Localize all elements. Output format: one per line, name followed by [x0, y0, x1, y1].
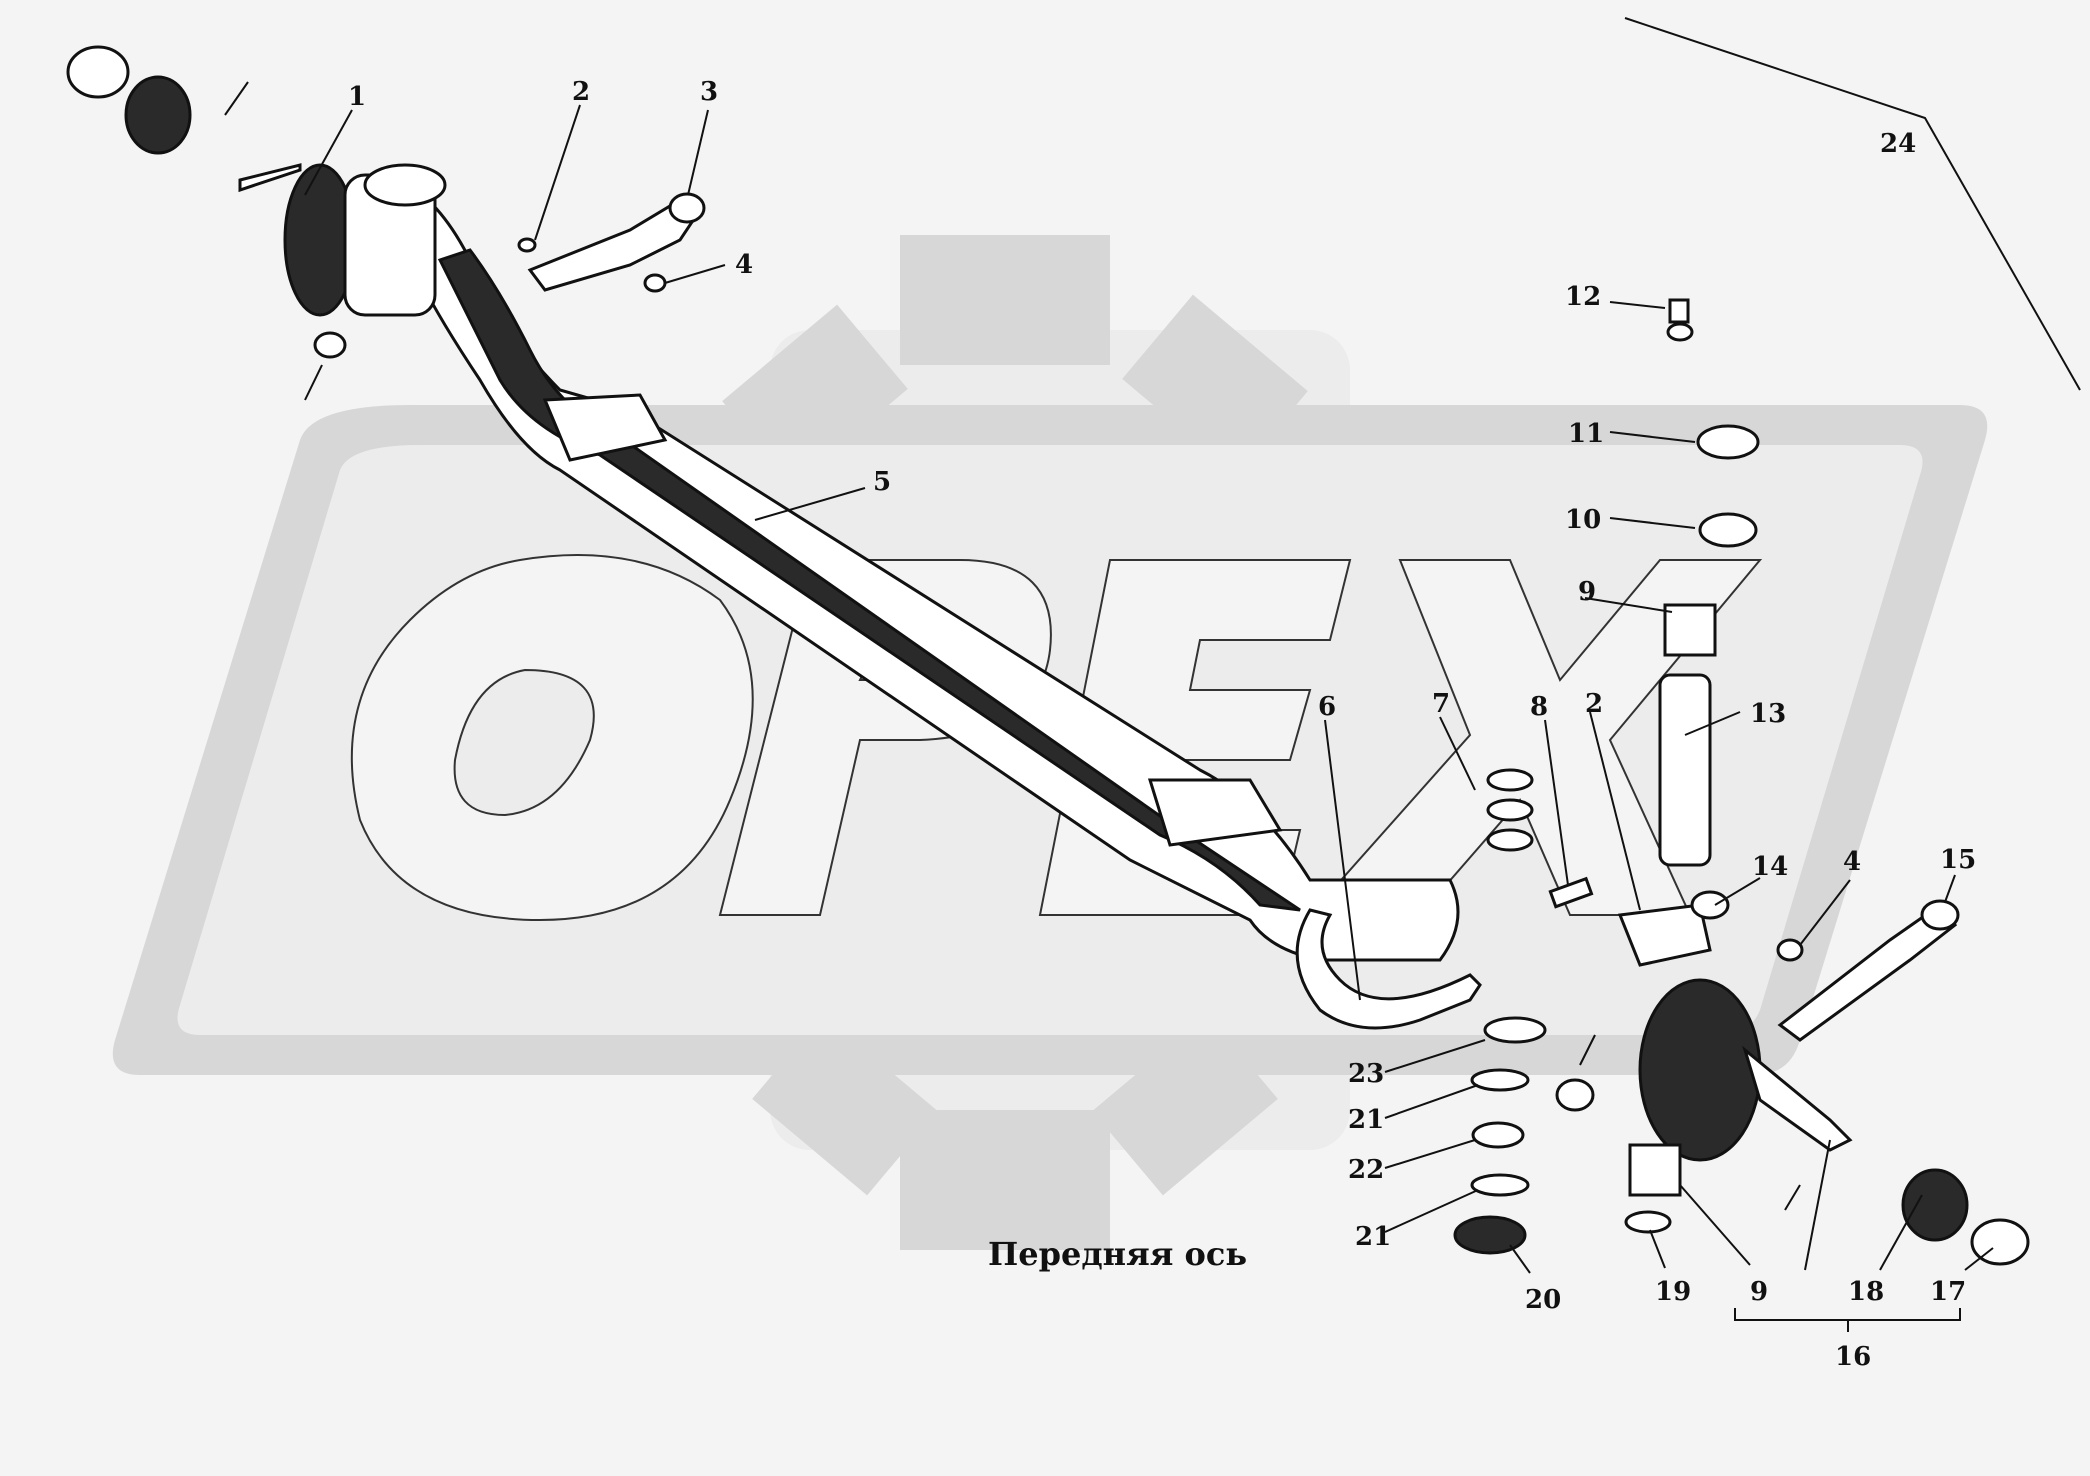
- callout-14: 14: [1752, 852, 1788, 882]
- leader-lines: [304, 104, 1994, 1332]
- callout-12: 12: [1565, 282, 1601, 312]
- left-steering-knuckle: [238, 163, 447, 317]
- callout-1: 1: [348, 82, 366, 112]
- kingpin-stack: [1658, 298, 1760, 867]
- callout-4: 4: [735, 250, 753, 280]
- callout-2: 2: [572, 77, 590, 107]
- steering-arm-left: [517, 192, 706, 293]
- callout-9: 9: [1578, 577, 1596, 607]
- callout-5: 5: [873, 467, 891, 497]
- callout-2b: 2: [1585, 689, 1603, 719]
- left-hub-parts: [66, 45, 347, 401]
- tie-rod-parts: [1295, 768, 1594, 1030]
- callout-6: 6: [1318, 692, 1336, 722]
- watermark-text: [350, 554, 1763, 922]
- callout-20: 20: [1525, 1285, 1561, 1315]
- callout-17: 17: [1930, 1277, 1966, 1307]
- callout-23: 23: [1348, 1059, 1384, 1089]
- callout-13: 13: [1750, 699, 1786, 729]
- callout-19: 19: [1655, 1277, 1691, 1307]
- axle-beam: [335, 178, 1460, 962]
- callout-15: 15: [1940, 845, 1976, 875]
- callout-10: 10: [1565, 505, 1601, 535]
- callout-24: 24: [1880, 129, 1916, 159]
- right-steering-knuckle: [1555, 890, 1960, 1162]
- callout-7: 7: [1432, 689, 1450, 719]
- callout-9b: 9: [1750, 1277, 1768, 1307]
- callouts: 1 2 3 4 5 24 12 11 10 9 13 6 7 8 2 14 4 …: [348, 77, 1976, 1372]
- group-bracket-line: [1624, 17, 2081, 391]
- callout-16: 16: [1835, 1342, 1871, 1372]
- diagram-caption: Передняя ось: [988, 1235, 1247, 1273]
- callout-21b: 21: [1355, 1222, 1391, 1252]
- callout-18: 18: [1848, 1277, 1884, 1307]
- callout-11: 11: [1568, 419, 1604, 449]
- callout-21: 21: [1348, 1105, 1384, 1135]
- callout-8: 8: [1530, 692, 1548, 722]
- callout-22: 22: [1348, 1155, 1384, 1185]
- callout-3: 3: [700, 77, 718, 107]
- callout-4b: 4: [1843, 847, 1861, 877]
